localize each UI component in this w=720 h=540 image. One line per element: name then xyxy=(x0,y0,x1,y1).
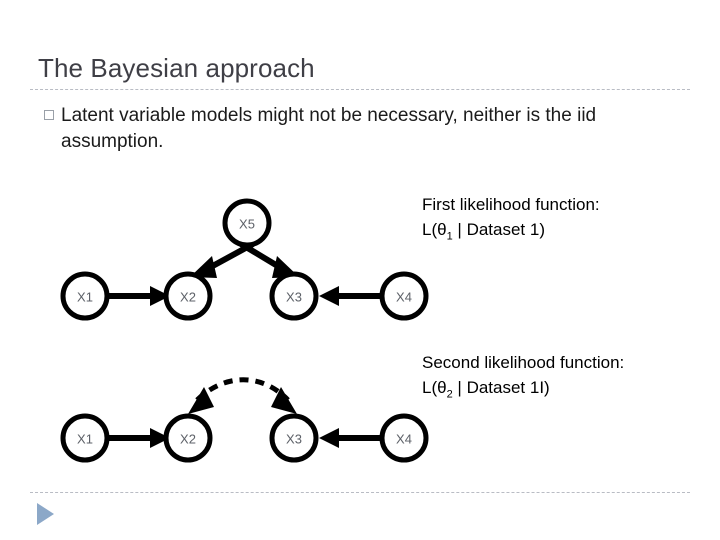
node-label: X3 xyxy=(286,290,302,305)
node-label: X4 xyxy=(396,290,412,305)
list-item: Latent variable models might not be nece… xyxy=(44,103,644,155)
caption-line-1: First likelihood function: xyxy=(422,195,600,214)
bayesian-network-first: X5 X1 X2 X3 X4 xyxy=(60,198,429,321)
node-x3: X3 xyxy=(269,271,319,321)
node-label: X5 xyxy=(239,217,255,232)
caption-formula-suffix: | Dataset 1I) xyxy=(452,378,550,397)
edge-x1-x2 xyxy=(107,428,170,448)
node-label: X1 xyxy=(77,432,93,447)
hollow-square-bullet-icon xyxy=(44,110,54,120)
caption-first-likelihood: First likelihood function: L(θ1 | Datase… xyxy=(422,192,600,242)
edge-x2-x3-dashed xyxy=(188,377,297,414)
node-x2: X2 xyxy=(163,271,213,321)
caption-formula-subscript: 2 xyxy=(446,388,453,401)
edge-x4-x3 xyxy=(319,428,382,448)
caption-line-2: L(θ2 | Dataset 1I) xyxy=(422,375,624,400)
node-label: X2 xyxy=(180,290,196,305)
footer-divider xyxy=(30,492,690,493)
caption-line-2: L(θ1 | Dataset 1) xyxy=(422,217,600,242)
edge-x5-x2 xyxy=(190,241,255,278)
body-content: Latent variable models might not be nece… xyxy=(44,103,644,155)
caption-formula-prefix: L(θ xyxy=(422,378,447,397)
node-x2: X2 xyxy=(163,413,213,463)
node-x1: X1 xyxy=(60,413,110,463)
title-divider xyxy=(30,89,690,90)
node-x1: X1 xyxy=(60,271,110,321)
node-label: X4 xyxy=(396,432,412,447)
edge-x4-x3 xyxy=(319,286,382,306)
caption-formula-suffix: | Dataset 1) xyxy=(452,220,545,239)
list-item-label: Latent variable models might not be nece… xyxy=(61,105,597,152)
edge-x1-x2 xyxy=(107,286,170,306)
node-x5: X5 xyxy=(222,198,272,248)
node-label: X3 xyxy=(286,432,302,447)
node-label: X2 xyxy=(180,432,196,447)
caption-formula-prefix: L(θ xyxy=(422,220,447,239)
play-triangle-icon[interactable] xyxy=(37,503,54,525)
page-title: The Bayesian approach xyxy=(38,53,315,83)
node-x4: X4 xyxy=(379,413,429,463)
node-x3: X3 xyxy=(269,413,319,463)
node-x4: X4 xyxy=(379,271,429,321)
bayesian-network-second: X1 X2 X3 X4 xyxy=(60,377,429,463)
node-label: X1 xyxy=(77,290,93,305)
caption-formula-subscript: 1 xyxy=(446,230,453,243)
caption-line-1: Second likelihood function: xyxy=(422,353,625,372)
caption-second-likelihood: Second likelihood function: L(θ2 | Datas… xyxy=(422,350,624,400)
